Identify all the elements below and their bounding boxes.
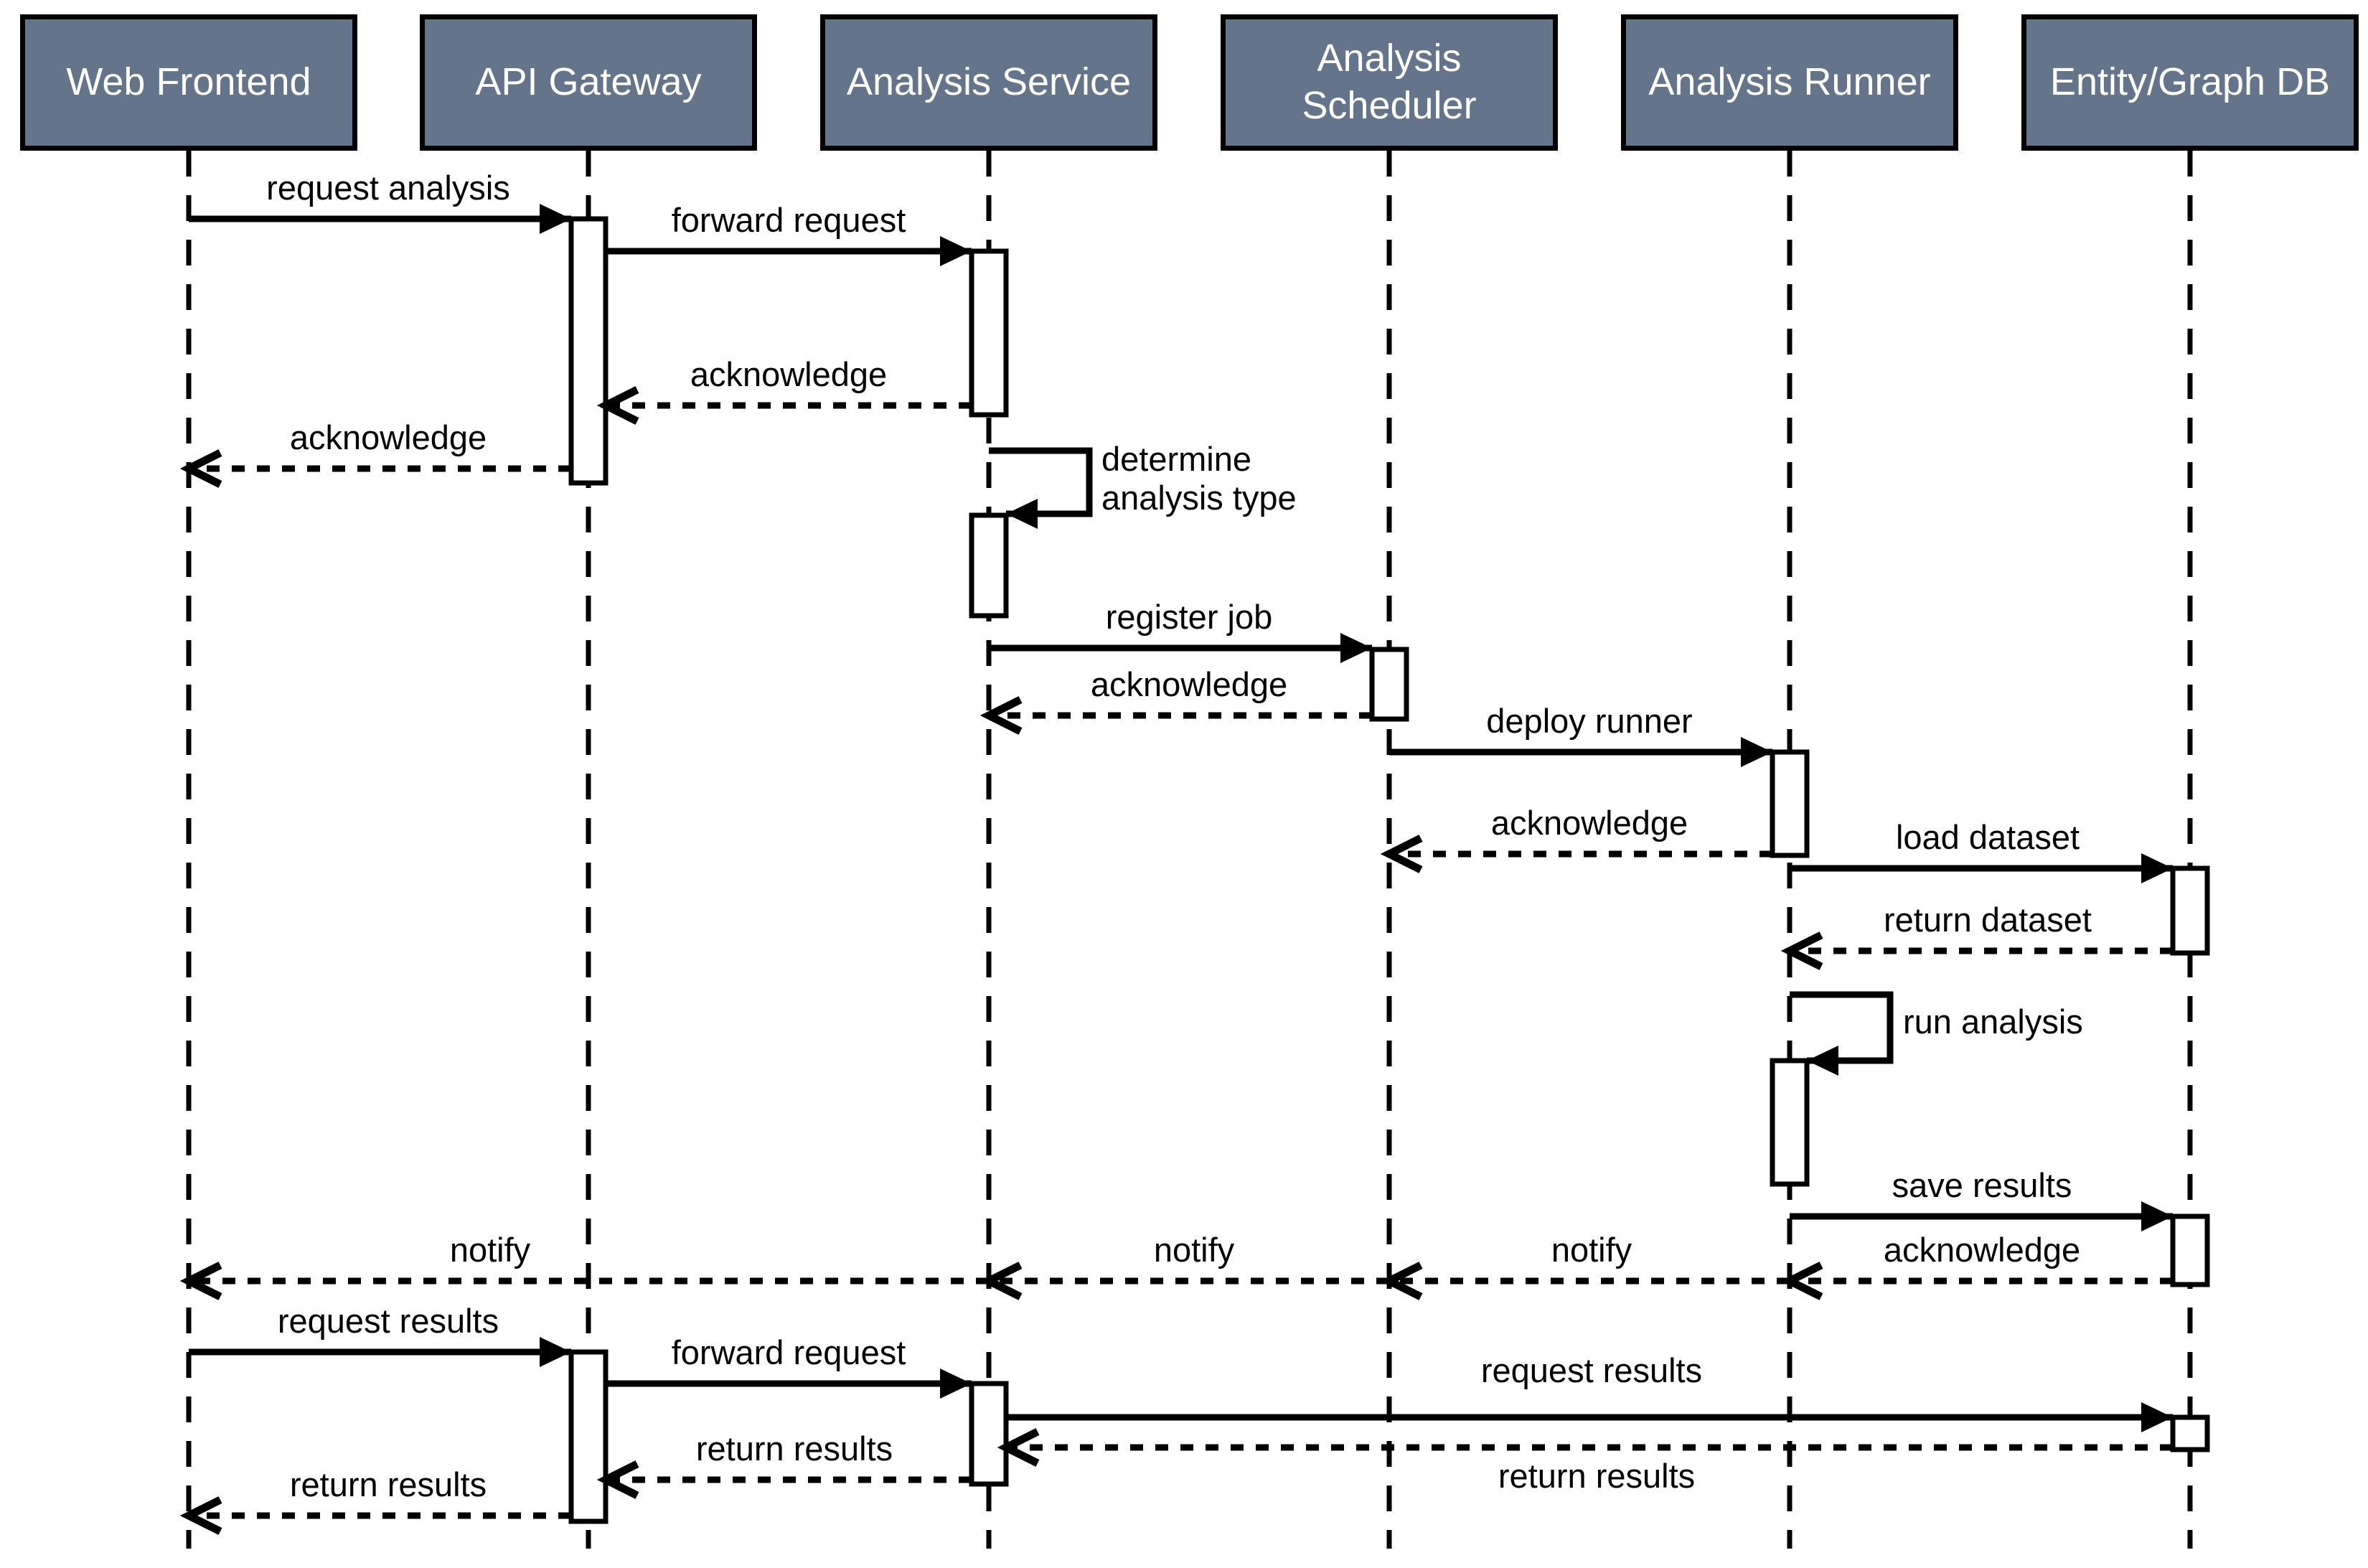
activation-analysis-service-self bbox=[969, 512, 1009, 619]
label-forward-request-2: forward request bbox=[672, 1333, 906, 1371]
activation-analysis-runner-1 bbox=[1770, 749, 1810, 858]
activation-analysis-service-2 bbox=[969, 1381, 1009, 1487]
message-arrows bbox=[189, 204, 2173, 1516]
activation-bars bbox=[568, 216, 2210, 1524]
arrow-self-run-analysis bbox=[1790, 991, 1894, 1076]
activation-entity-db-1 bbox=[2170, 865, 2210, 956]
label-run-analysis: run analysis bbox=[1903, 1003, 2083, 1041]
label-acknowledge-2: acknowledge bbox=[290, 418, 487, 456]
label-request-analysis: request analysis bbox=[266, 169, 510, 207]
activation-api-gateway-2 bbox=[568, 1349, 609, 1524]
label-return-dataset: return dataset bbox=[1884, 901, 2092, 939]
arrow-self-determine-analysis-type bbox=[989, 447, 1093, 529]
label-determine: determine bbox=[1101, 440, 1251, 478]
participant-api-gateway: API Gateway bbox=[420, 14, 757, 151]
label-return-results-3: return results bbox=[290, 1465, 487, 1503]
label-return-results-1: return results bbox=[1498, 1457, 1695, 1495]
activation-api-gateway-1 bbox=[568, 216, 609, 486]
label-save-results: save results bbox=[1892, 1166, 2072, 1204]
label-request-results-2: request results bbox=[1481, 1351, 1702, 1389]
activation-analysis-runner-self bbox=[1770, 1058, 1810, 1187]
label-acknowledge-5: acknowledge bbox=[1884, 1231, 2080, 1269]
participant-analysis-runner: Analysis Runner bbox=[1621, 14, 1958, 151]
label-deploy-runner: deploy runner bbox=[1486, 702, 1692, 740]
message-labels: request analysis forward request acknowl… bbox=[266, 169, 2092, 1503]
activation-entity-db-3 bbox=[2170, 1414, 2210, 1452]
label-acknowledge-4: acknowledge bbox=[1491, 804, 1688, 842]
activation-entity-db-2 bbox=[2170, 1213, 2210, 1287]
label-analysis-type: analysis type bbox=[1101, 479, 1297, 517]
label-notify-2: notify bbox=[1154, 1231, 1235, 1269]
label-notify-3: notify bbox=[450, 1231, 531, 1269]
participant-analysis-scheduler: Analysis Scheduler bbox=[1221, 14, 1558, 151]
label-return-results-2: return results bbox=[696, 1429, 893, 1468]
activation-analysis-scheduler-1 bbox=[1369, 647, 1409, 722]
participant-web-frontend: Web Frontend bbox=[20, 14, 357, 151]
label-register-job: register job bbox=[1106, 598, 1273, 636]
label-load-dataset: load dataset bbox=[1896, 818, 2080, 856]
participant-analysis-service: Analysis Service bbox=[820, 14, 1157, 151]
label-acknowledge-3: acknowledge bbox=[1091, 665, 1287, 703]
activation-analysis-service-1 bbox=[969, 248, 1009, 418]
label-forward-request-1: forward request bbox=[672, 201, 906, 239]
participant-entity-graph-db: Entity/Graph DB bbox=[2021, 14, 2359, 151]
label-request-results-1: request results bbox=[278, 1302, 499, 1340]
label-notify-1: notify bbox=[1551, 1231, 1632, 1269]
label-acknowledge-1: acknowledge bbox=[690, 355, 887, 393]
